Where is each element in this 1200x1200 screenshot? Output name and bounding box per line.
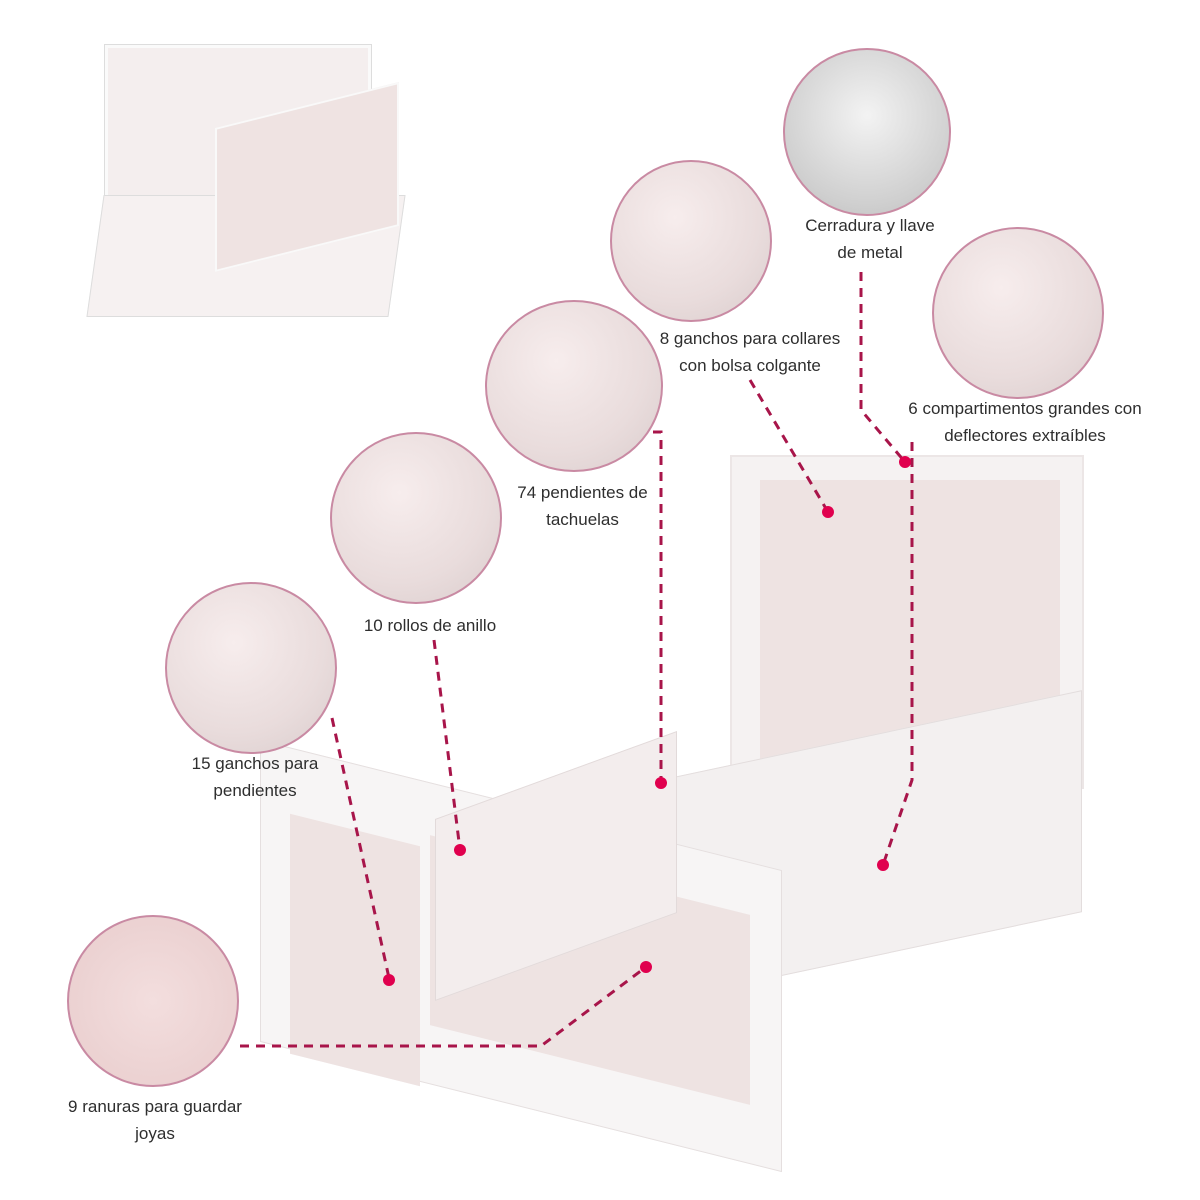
- main-product-image: [260, 455, 1084, 1173]
- feature-image-stud-earrings: [485, 300, 663, 472]
- feature-image-lock: [783, 48, 951, 216]
- feature-label-ring-rolls: 10 rollos de anillo: [363, 616, 497, 635]
- feature-image-compartments: [932, 227, 1104, 399]
- feature-image-ring-rolls: [330, 432, 502, 604]
- feature-image-necklace-hooks: [610, 160, 772, 322]
- feature-image-earring-hooks: [165, 582, 337, 754]
- product-thumbnail: [86, 45, 475, 325]
- feature-image-jewelry-slots: [67, 915, 239, 1087]
